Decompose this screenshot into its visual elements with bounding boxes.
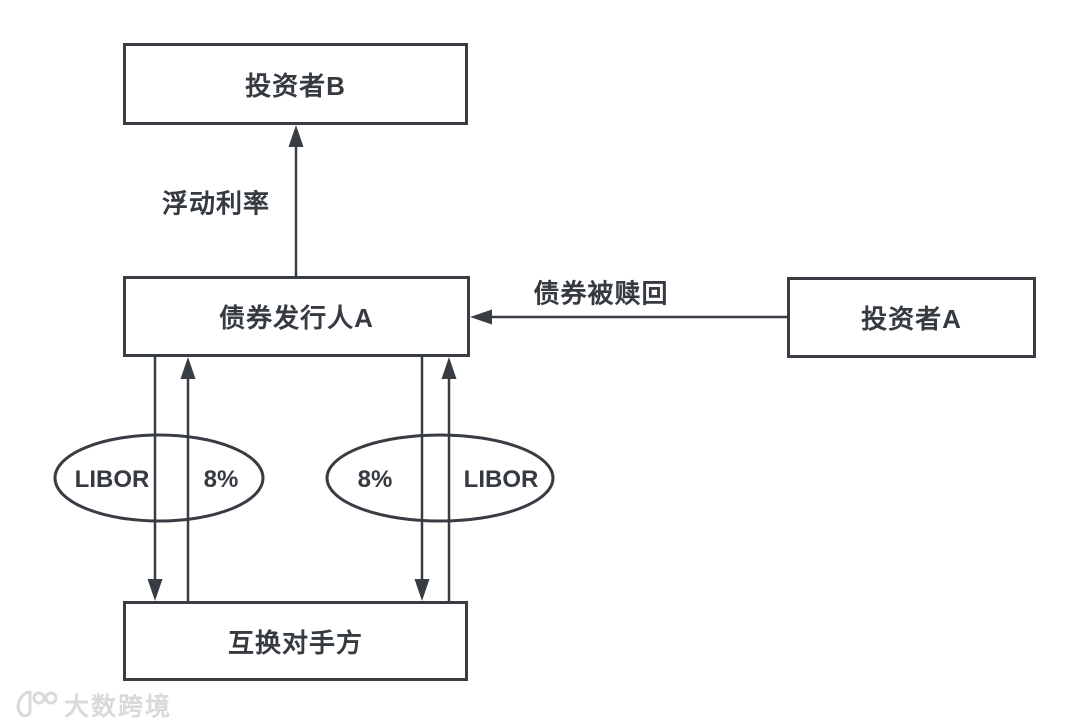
arrow-swap-left-down xyxy=(147,357,163,601)
node-swap-counterparty: 互换对手方 xyxy=(123,601,468,681)
oval-left-libor-label: LIBOR xyxy=(74,466,150,493)
node-bond-issuer-a: 债券发行人A xyxy=(123,276,470,357)
node-investor-b: 投资者B xyxy=(123,43,468,125)
node-bond-issuer-a-label: 债券发行人A xyxy=(219,303,374,333)
swap-oval-left xyxy=(53,433,265,523)
arrow-swap-right-up xyxy=(441,357,457,601)
watermark: 大数跨境 xyxy=(14,687,172,723)
arrow-swap-left-up xyxy=(180,357,196,601)
arrow-floating-rate xyxy=(288,125,304,277)
node-swap-counterparty-label: 互换对手方 xyxy=(227,627,363,658)
node-investor-a: 投资者A xyxy=(787,277,1036,358)
ten-to-hundred-logo-icon xyxy=(16,690,58,718)
watermark-text: 大数跨境 xyxy=(64,693,173,721)
edge-label-bond-redeemed: 债券被赎回 xyxy=(533,278,669,309)
oval-right-libor-label: LIBOR xyxy=(463,466,539,493)
oval-right-rate-label: 8% xyxy=(357,466,393,493)
arrow-bond-redeemed xyxy=(470,309,787,325)
swap-oval-right xyxy=(325,433,555,523)
node-investor-b-label: 投资者B xyxy=(245,70,346,101)
edge-label-floating-rate: 浮动利率 xyxy=(161,188,271,219)
oval-left-rate-label: 8% xyxy=(203,466,239,493)
node-investor-a-label: 投资者A xyxy=(861,304,962,334)
arrow-swap-right-down xyxy=(414,357,430,601)
